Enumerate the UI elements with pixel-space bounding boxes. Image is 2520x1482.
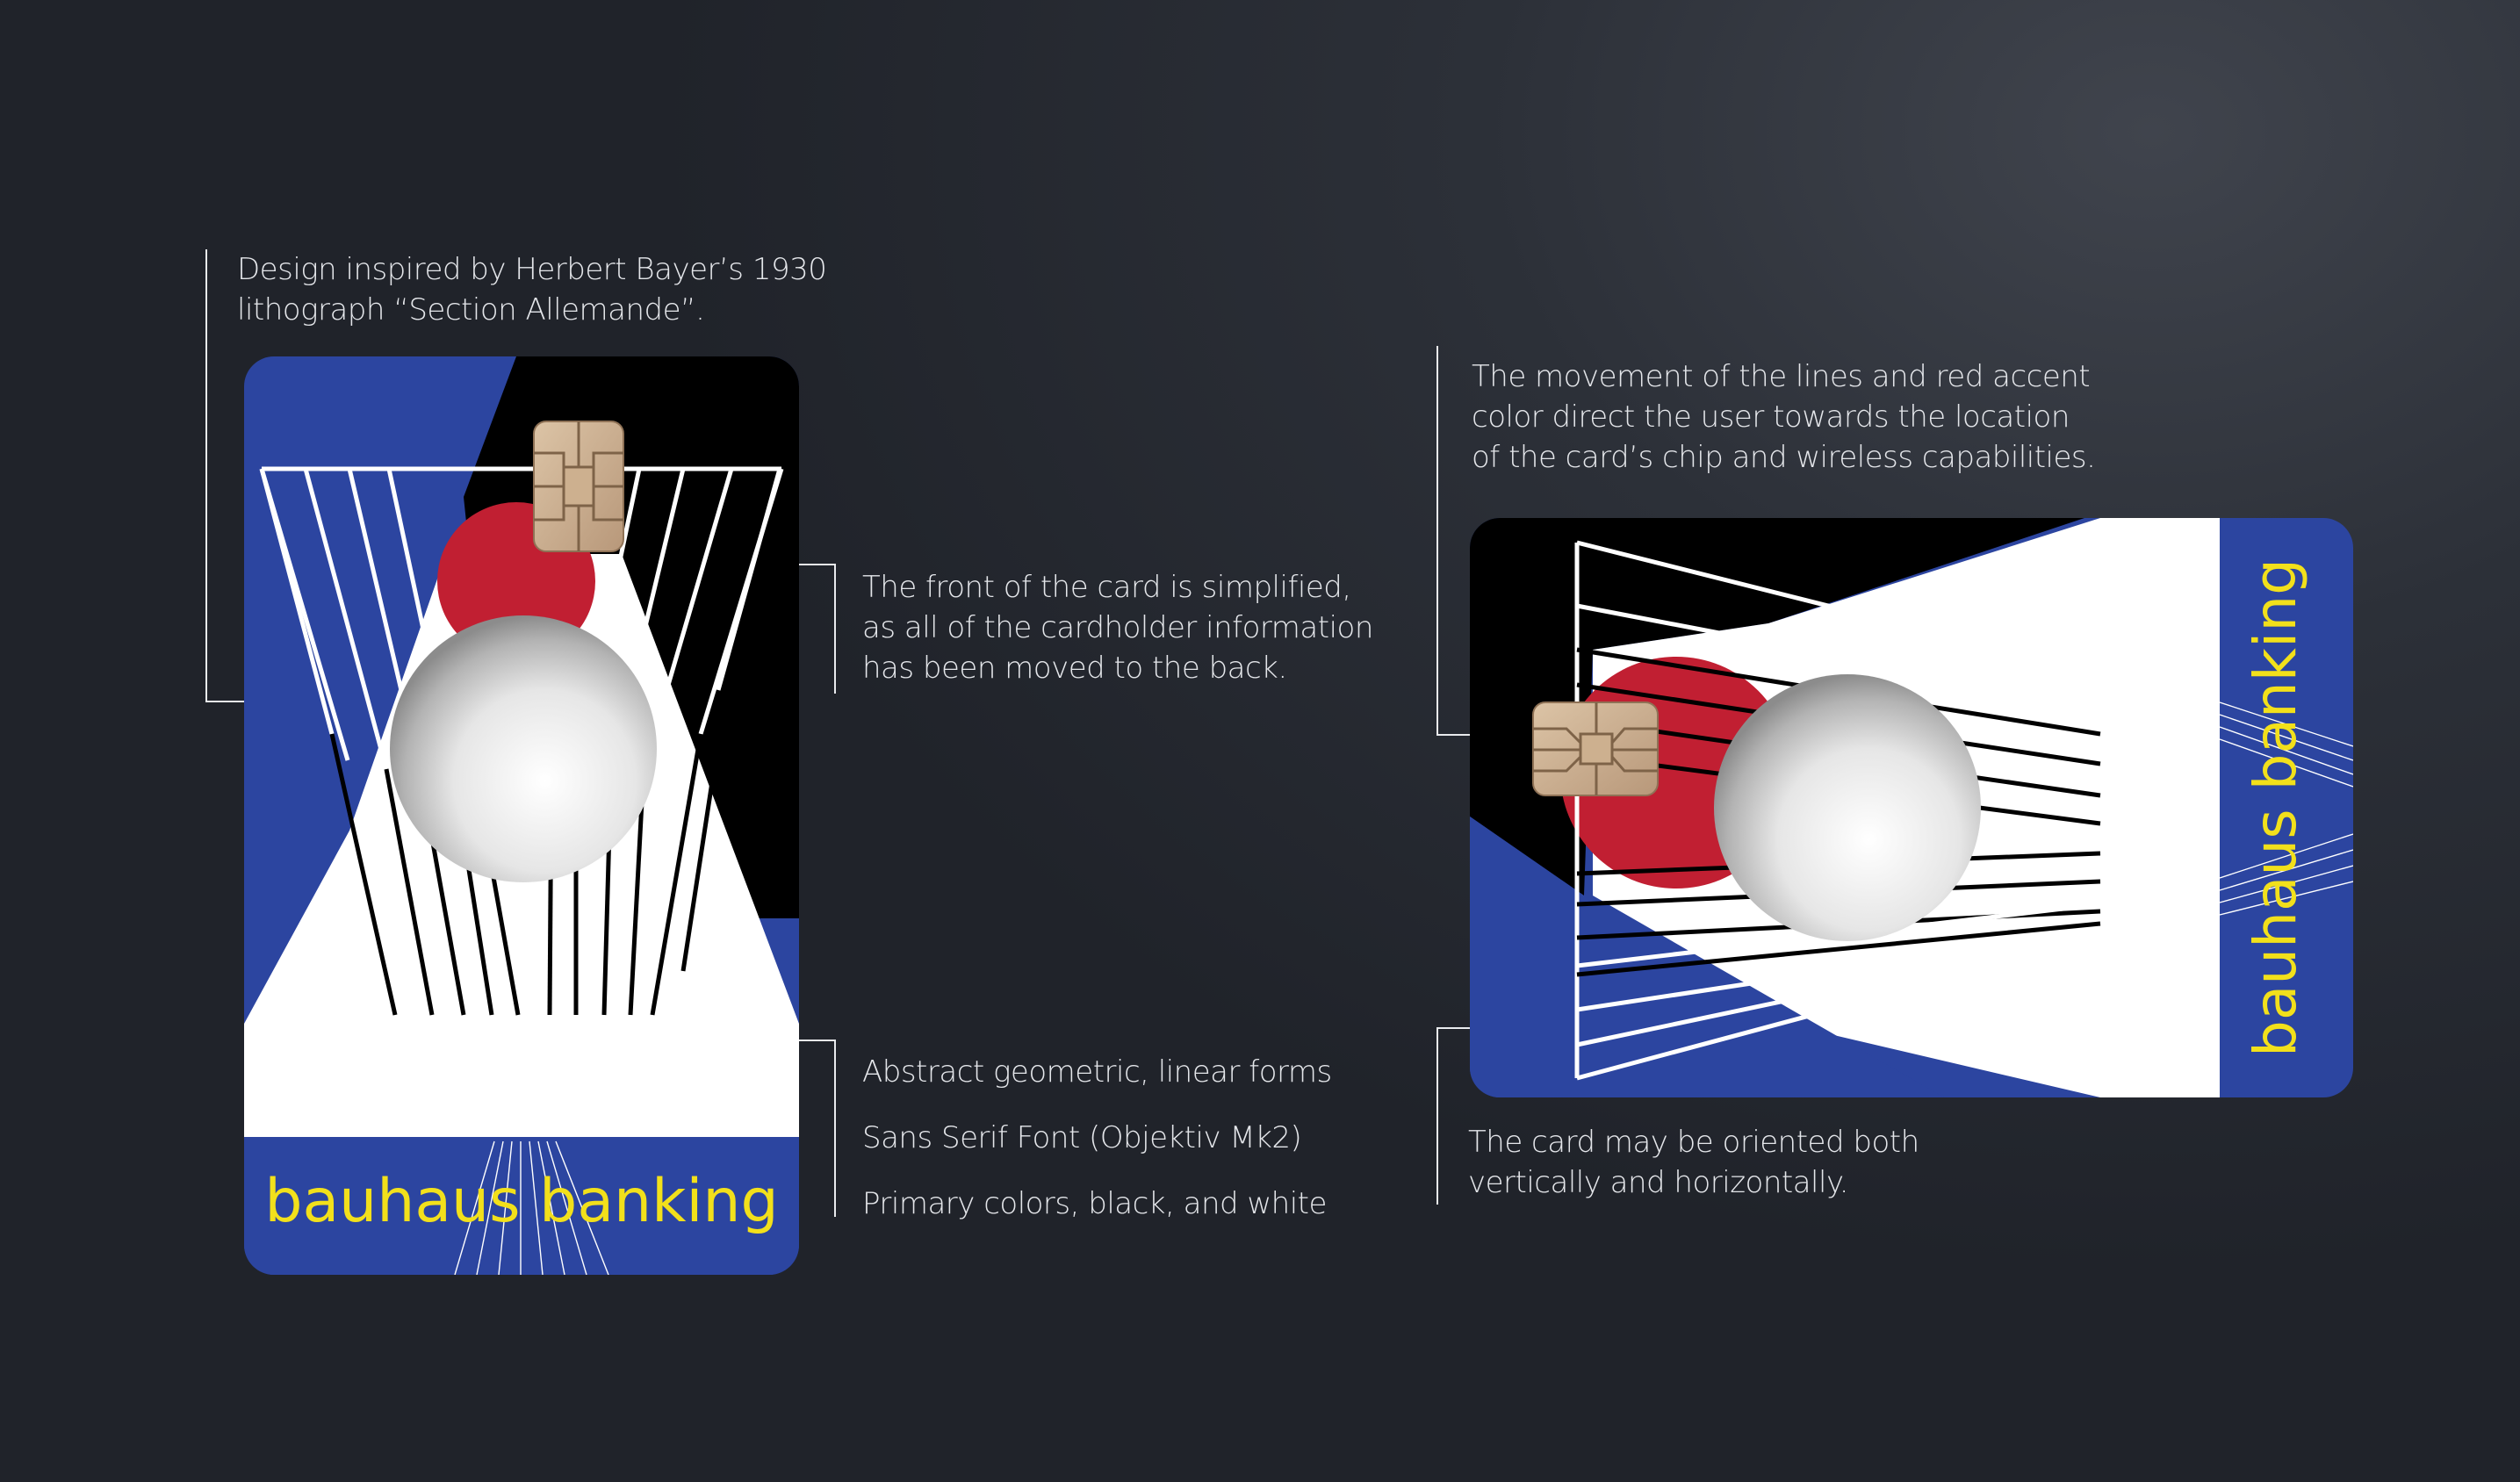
horizontal-card: bauhaus banking xyxy=(1470,518,2353,1097)
orientation-note: The card may be oriented both vertically… xyxy=(1468,1122,1919,1203)
sphere-graphic xyxy=(390,615,657,882)
note-line: has been moved to the back. xyxy=(862,651,1287,686)
brand-wordmark: bauhaus banking xyxy=(2242,558,2309,1057)
note-line: vertically and horizontally. xyxy=(1468,1165,1849,1200)
feature-item: Abstract geometric, linear forms xyxy=(862,1054,1332,1090)
inspiration-bracket xyxy=(205,249,246,702)
emv-chip-icon xyxy=(533,421,624,552)
features-note: Abstract geometric, linear forms Sans Se… xyxy=(862,1040,1332,1237)
orientation-bracket xyxy=(1436,1027,1472,1205)
features-bracket xyxy=(799,1040,836,1217)
vertical-card: bauhaus banking xyxy=(244,356,799,1275)
note-line: lithograph “Section Allemande”. xyxy=(237,292,705,327)
inspiration-note: Design inspired by Herbert Bayer’s 1930 … xyxy=(237,249,827,330)
movement-bracket xyxy=(1436,346,1472,736)
brand-wordmark: bauhaus banking xyxy=(264,1167,778,1236)
sphere-graphic xyxy=(1714,674,1981,941)
wireless-rays xyxy=(454,1140,609,1275)
front-bracket xyxy=(799,564,836,694)
note-line: The card may be oriented both xyxy=(1468,1125,1919,1160)
note-line: color direct the user towards the locati… xyxy=(1472,399,2070,435)
note-line: The front of the card is simplified, xyxy=(862,570,1351,605)
note-line: as all of the cardholder information xyxy=(862,610,1373,645)
feature-item: Primary colors, black, and white xyxy=(862,1186,1327,1221)
note-line: The movement of the lines and red accent xyxy=(1472,359,2091,394)
note-line: Design inspired by Herbert Bayer’s 1930 xyxy=(237,252,827,287)
front-note: The front of the card is simplified, as … xyxy=(862,567,1373,688)
emv-chip-icon xyxy=(1532,701,1659,796)
feature-item: Sans Serif Font (Objektiv Mk2) xyxy=(862,1120,1302,1155)
note-line: of the card’s chip and wireless capabili… xyxy=(1472,440,2096,475)
movement-note: The movement of the lines and red accent… xyxy=(1472,356,2096,478)
wireless-rays xyxy=(2219,701,2353,916)
